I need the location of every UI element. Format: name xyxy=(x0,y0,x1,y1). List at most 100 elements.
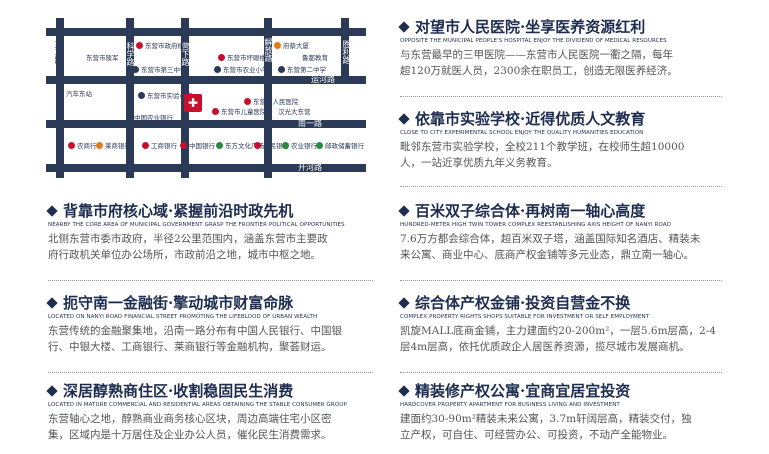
section-subtitle: NEARBY THE CORE AREA OF MUNICIPAL GOVERN… xyxy=(48,222,345,228)
diamond-icon xyxy=(46,204,58,217)
diamond-icon xyxy=(46,296,58,309)
section-title: 精装修产权公寓·宜商宜居宜投资 xyxy=(398,380,740,401)
road-label-yunhe: 运河路 xyxy=(311,75,335,84)
section-title: 依靠市实验学校·近得优质人文教育 xyxy=(398,108,730,129)
poi-bank2: 莱商银行 xyxy=(96,140,131,150)
bank-icon xyxy=(142,141,149,149)
section-body: 东营传统的金融聚集地，沿南一路分布有中国人民银行、中国银行、中银大楼、工商银行、… xyxy=(48,325,342,353)
poi-shiyan: 东营市实验小学 xyxy=(138,90,193,100)
diamond-icon xyxy=(46,384,58,397)
poi-dongying: 东营第二中学 xyxy=(278,64,326,74)
section-subtitle: COMPLEX PROPERTY RIGHTS SHOPS SUITABLE F… xyxy=(400,314,650,320)
poi-ertong: 东营市儿童医院 xyxy=(212,106,267,116)
road-label-kaihe: 开河路 xyxy=(298,163,322,172)
road-label-dongsan: 东三路 xyxy=(54,40,63,64)
divider xyxy=(400,372,722,373)
pin-icon xyxy=(136,41,143,49)
road-kexue xyxy=(126,18,134,178)
school-icon xyxy=(214,65,221,73)
road-jiefang xyxy=(264,18,272,178)
location-map: 东三路 科学路 营下路 解放路 胜利路 运河路 南一路 开河路 东营市政府楼 府… xyxy=(46,18,366,178)
project-marker-icon: ✚ xyxy=(184,94,202,112)
section-shops: 综合体产权金铺·投资自营金不换 COMPLEX PROPERTY RIGHTS … xyxy=(398,292,745,355)
road-label-shengli: 胜利路 xyxy=(342,40,351,64)
section-body: 北侧东营市委市政府，半径2公里范围内，涵盖东营市主要政府行政机关单位办公场所，市… xyxy=(48,233,328,261)
poi-bank6: 人民银行 xyxy=(254,140,289,150)
diamond-icon xyxy=(398,296,410,309)
road-shengli xyxy=(341,18,349,78)
bank-icon xyxy=(282,141,289,149)
poi-bank5: 东方文化广场 xyxy=(216,140,264,150)
poi-bank7: 农业银行 xyxy=(282,140,317,150)
diamond-icon xyxy=(398,20,410,33)
section-twin-tower: 百米双子综合体·再树南一轴心高度 HUNDRED-METER HIGH TWIN… xyxy=(398,200,740,263)
road-dongsan xyxy=(56,18,64,178)
pin-icon xyxy=(218,53,225,61)
school-icon xyxy=(132,65,139,73)
diamond-icon xyxy=(398,112,410,125)
section-finance: 扼守南一金融街·擎动城市财富命脉 LOCATED ON NANYI ROAD F… xyxy=(46,292,388,355)
section-hospital: 对望市人民医院·坐享医养资源红利 OPPOSITE THE MUNICIPAL … xyxy=(398,16,730,79)
road-nanyi xyxy=(46,120,366,128)
section-title: 综合体产权金铺·投资自营金不换 xyxy=(398,292,745,313)
bank-icon xyxy=(68,141,75,149)
poi-govt: 东营市政府楼 xyxy=(136,40,184,50)
poi-shuilu: 东营市坏眼楼 xyxy=(218,52,266,62)
bank-icon xyxy=(254,141,261,149)
bank-icon xyxy=(216,141,223,149)
school-icon xyxy=(278,65,285,73)
section-subtitle: OPPOSITE THE MUNICIPAL PEOPLE'S HOSPITAL… xyxy=(400,38,667,44)
divider xyxy=(48,280,373,281)
section-title: 扼守南一金融街·擎动城市财富命脉 xyxy=(46,292,388,313)
road-label-yingxia: 营下路 xyxy=(181,42,190,66)
section-subtitle: LOCATED ON NANYI ROAD FINANCIAL STREET P… xyxy=(48,314,318,320)
road-label-nanyi: 南一路 xyxy=(298,119,322,128)
road-top xyxy=(46,28,366,36)
section-body: 东营轴心之地，醇熟商业商务核心区块，周边高端住宅小区密集，区域内是十万居住及企业… xyxy=(48,413,332,441)
poi-sanzhong: 东营市第三中学 xyxy=(132,64,187,74)
section-subtitle: HUNDRED-METER HIGH TWIN TOWER COMPLEX RE… xyxy=(400,222,672,228)
poi-renmin-hosp: 东营市人民医院 xyxy=(244,96,299,106)
road-kaihe xyxy=(46,164,366,172)
divider xyxy=(400,96,722,97)
diamond-icon xyxy=(398,204,410,217)
section-title: 百米双子综合体·再树南一轴心高度 xyxy=(398,200,740,221)
bank-icon xyxy=(316,141,323,149)
bank-icon xyxy=(180,141,187,149)
poi-renmin: 中国农业银行 xyxy=(134,114,173,122)
poi-lingjun: 东营市陵军 xyxy=(86,54,119,62)
section-subtitle: LOCATED IN MATURE COMMERCIAL AND RESIDEN… xyxy=(48,402,347,408)
road-yunhe xyxy=(46,76,366,84)
poi-qiche: 汽车东站 xyxy=(66,90,92,98)
poi-hanzhao: 汉光大东营 xyxy=(278,108,311,116)
school-icon xyxy=(138,91,145,99)
section-government: 背靠市府核心域·紧握前沿时政先机 NEARBY THE CORE AREA OF… xyxy=(46,200,388,263)
poi-lubei: 鲁都教育 xyxy=(302,54,328,62)
poi-shibaoku: 府蔡大厦 xyxy=(274,40,309,50)
poi-bank4: 中国银行 xyxy=(180,140,215,150)
divider xyxy=(400,186,722,187)
poi-bank3: 工商银行 xyxy=(142,140,177,150)
section-subtitle: HARDCOVER PROPERTY APARTMENT FOR BUSINES… xyxy=(400,402,620,408)
section-body: 7.6万方都会综合体，超百米双子塔，涵盖国际知名酒店、精装未来公寓、商业中心、底… xyxy=(400,233,701,261)
section-title: 对望市人民医院·坐享医养资源红利 xyxy=(398,16,730,37)
road-label-jiefang: 解放路 xyxy=(264,38,273,62)
section-commerce: 深居醇熟商住区·收割稳固民生消费 LOCATED IN MATURE COMME… xyxy=(46,380,388,443)
road-label-kexue: 科学路 xyxy=(126,42,135,66)
section-apartment: 精装修产权公寓·宜商宜居宜投资 HARDCOVER PROPERTY APART… xyxy=(398,380,740,443)
hospital-icon xyxy=(244,97,251,105)
section-body: 建面约30-90m²精装未来公寓，3.7m轩阔层高，精装交付，独立产权，可自住、… xyxy=(400,413,692,441)
section-title: 深居醇熟商住区·收割稳固民生消费 xyxy=(46,380,388,401)
divider xyxy=(400,280,722,281)
section-subtitle: CLOSE TO CITY EXPERIMENTAL SCHOOL ENJOY … xyxy=(400,130,644,136)
section-title: 背靠市府核心域·紧握前沿时政先机 xyxy=(46,200,388,221)
poi-nongye: 东营市农业小学 xyxy=(214,64,269,74)
hospital-icon xyxy=(212,107,219,115)
divider xyxy=(48,372,373,373)
section-body: 与东营最早的三甲医院——东营市人民医院一衢之隔，每年超120万就医人员，2300… xyxy=(400,49,678,77)
section-school: 依靠市实验学校·近得优质人文教育 CLOSE TO CITY EXPERIMEN… xyxy=(398,108,730,171)
bank-icon xyxy=(96,141,103,149)
pin-icon xyxy=(274,41,281,49)
